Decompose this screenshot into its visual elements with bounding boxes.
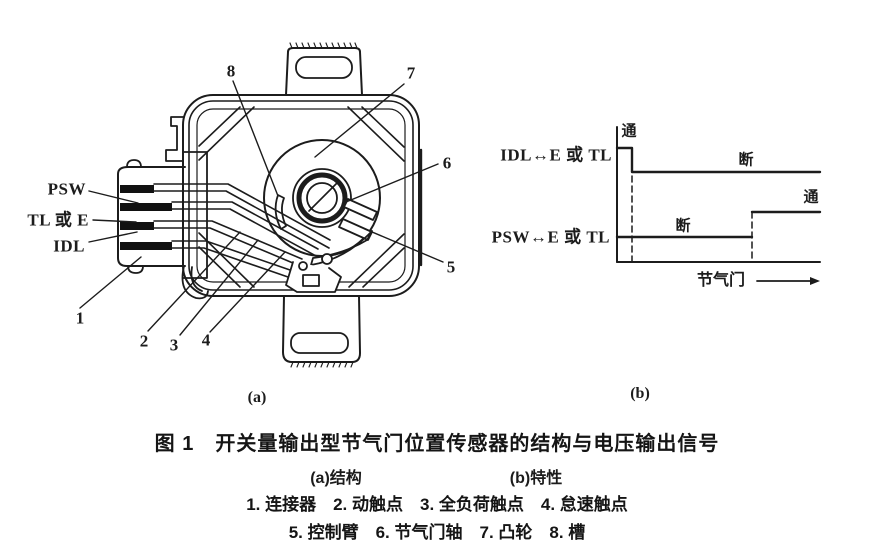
pin-label-tl-or-e: TL 或 E: [27, 210, 89, 230]
part-number-5: 5: [446, 257, 456, 277]
pin-label-idl: IDL: [53, 236, 85, 256]
contact-wires: [153, 183, 331, 278]
part-number-8: 8: [226, 61, 236, 81]
state-on-top: 通: [621, 122, 637, 140]
contact-assembly: [285, 198, 378, 293]
sublabel-a: (a): [247, 389, 267, 406]
part-number-2: 2: [139, 331, 149, 351]
sublabel-b: (b): [630, 385, 650, 402]
signal-diagram: [615, 126, 822, 285]
state-on-psw: 通: [803, 188, 819, 206]
part-number-1: 1: [75, 308, 85, 328]
signal-row-label-idl: IDL↔E 或 TL: [500, 145, 612, 165]
left-boss-step: [165, 116, 208, 279]
top-mounting-ear: [285, 42, 363, 96]
figure-caption-title: 图 1 开关量输出型节气门位置传感器的结构与电压输出信号: [154, 433, 720, 455]
state-off-psw: 断: [675, 217, 691, 235]
connector: [117, 159, 186, 274]
cam: [263, 139, 381, 257]
bottom-mounting-ear: [282, 295, 361, 368]
connector-terminals: [120, 185, 172, 250]
state-off-idl: 断: [738, 151, 754, 169]
corner-gussets: [198, 106, 405, 288]
caption-sub-b: (b)特性: [509, 470, 563, 487]
caption-legend-line1: 1. 连接器 2. 动触点 3. 全负荷触点 4. 怠速触点: [246, 495, 628, 514]
throttle-axis-label: 节气门: [696, 272, 746, 289]
part-number-4: 4: [201, 330, 211, 350]
part-number-3: 3: [169, 335, 179, 355]
shaft-flat-line: [308, 182, 338, 212]
part-number-6: 6: [442, 153, 452, 173]
full-load-contact-strip: [343, 198, 378, 221]
leader-lines: [79, 80, 444, 336]
caption-sub-a: (a)结构: [310, 470, 362, 487]
idl-trace: [615, 146, 822, 174]
caption-legend-line2: 5. 控制臂 6. 节气门轴 7. 凸轮 8. 槽: [288, 523, 586, 542]
part-number-7: 7: [406, 63, 416, 83]
control-arm: [310, 230, 373, 266]
pin-label-psw: PSW: [47, 179, 86, 199]
signal-row-label-psw: PSW↔E 或 TL: [491, 227, 610, 247]
throttle-axis-arrowhead: [810, 277, 820, 285]
